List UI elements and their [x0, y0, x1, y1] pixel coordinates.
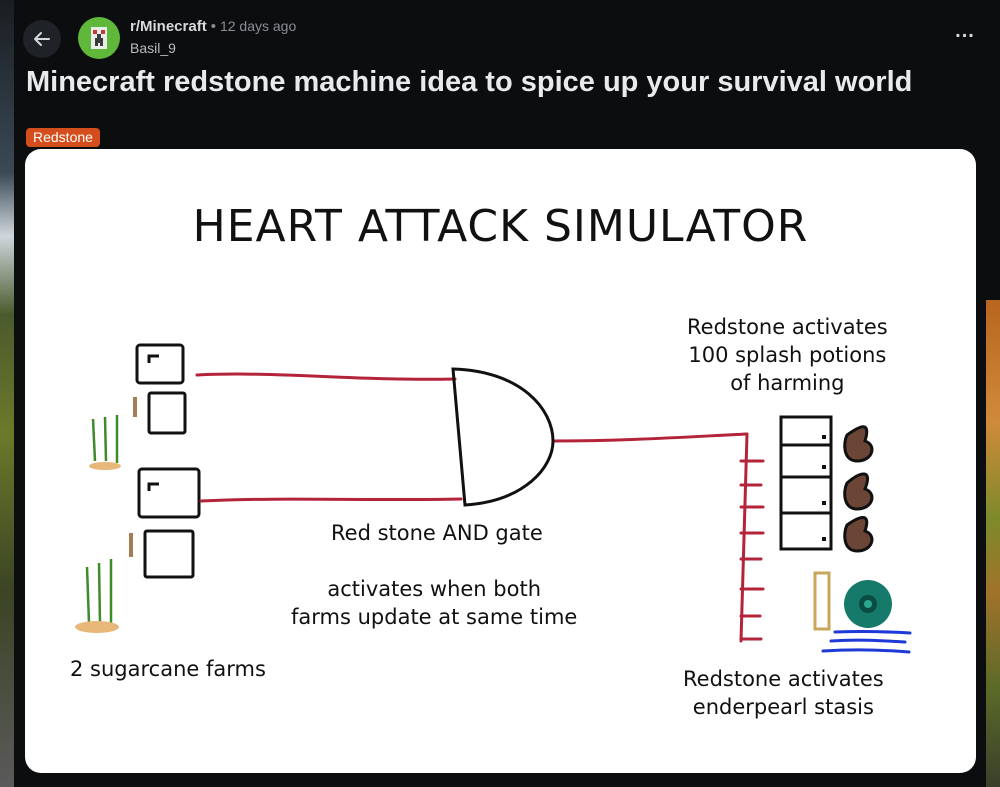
- meta-separator: •: [210, 18, 216, 35]
- subreddit-link[interactable]: r/Minecraft: [130, 18, 207, 35]
- and-gate-symbol: [451, 367, 555, 507]
- label-sugarcane-farms: 2 sugarcane farms: [70, 657, 266, 681]
- sugarcane-farm-top: [135, 343, 187, 435]
- label-and-gate: Red stone AND gate: [331, 521, 543, 545]
- label-gate-condition: activates when both farms update at same…: [291, 577, 578, 629]
- creeper-avatar-icon: [91, 27, 107, 49]
- post-title: Minecraft redstone machine idea to spice…: [26, 66, 913, 98]
- label-potions: Redstone activates 100 splash potions of…: [687, 315, 888, 395]
- diagram-drawing: [75, 343, 912, 654]
- more-options-icon[interactable]: ...: [955, 20, 975, 42]
- trapdoor: [813, 571, 831, 631]
- post-flair[interactable]: Redstone: [26, 128, 100, 147]
- diagram-heading: HEART ATTACK SIMULATOR: [192, 201, 809, 252]
- back-arrow-icon: [34, 32, 50, 46]
- background-right-edge: [986, 300, 1000, 787]
- author-link[interactable]: Basil_9: [130, 40, 176, 56]
- post-meta: r/Minecraft•12 days ago: [130, 18, 296, 35]
- label-stasis: Redstone activates enderpearl stasis: [683, 667, 884, 719]
- splash-potions: [843, 425, 874, 553]
- back-button[interactable]: [23, 20, 61, 58]
- water-stream: [821, 630, 912, 654]
- subreddit-avatar[interactable]: [78, 17, 120, 59]
- background-left-edge: [0, 0, 14, 787]
- post-time: 12 days ago: [219, 18, 297, 34]
- dispenser-stack: [779, 415, 833, 551]
- sugarcane-farm-bottom: [137, 467, 201, 579]
- post-image[interactable]: HEART ATTACK SIMULATOR: [25, 149, 976, 773]
- redstone-wire: [195, 372, 765, 643]
